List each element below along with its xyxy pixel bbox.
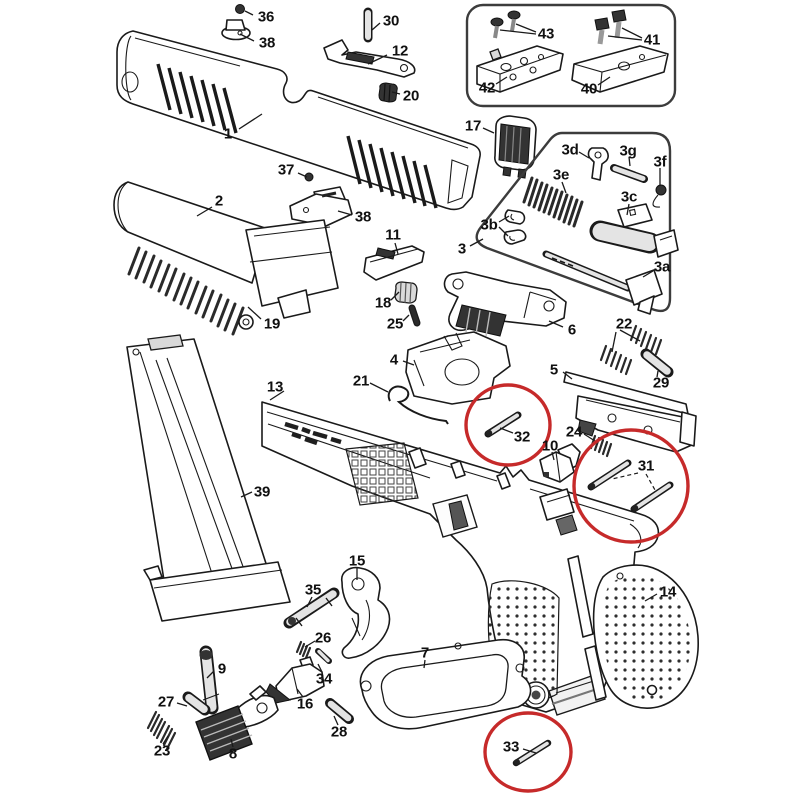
part-3c-striker-body (589, 203, 679, 258)
highlight-circle-32 (464, 383, 552, 467)
part-27-bushing (182, 691, 211, 716)
part-41-screws (594, 9, 627, 45)
part-3e-striker-spring (522, 176, 584, 228)
part-32-pin (484, 411, 522, 438)
part-36-bead (235, 4, 245, 14)
part-40-cover-plate (571, 45, 669, 93)
part-16-catch (265, 656, 325, 704)
part-1-slide (116, 30, 481, 211)
part-29-pin (640, 348, 674, 378)
striker-group-box (475, 131, 672, 313)
part-34-pin (315, 648, 332, 664)
leader-lines (162, 10, 661, 754)
part-31-pins (587, 459, 674, 513)
part-10-block (539, 443, 581, 483)
part-20-plug (378, 82, 398, 103)
part-17-backplate (494, 115, 537, 179)
part-39-magazine (126, 334, 291, 622)
part-28-pin (325, 698, 354, 724)
part-22-springs (599, 324, 663, 376)
part-14-backstrap (592, 564, 699, 709)
part-12-extractor (323, 39, 416, 78)
part-9-pin (199, 645, 220, 715)
highlight-circle-31 (572, 428, 690, 544)
part-8-slide-stop-lever (195, 685, 279, 761)
part-6-slide-stop-assembly (443, 271, 567, 337)
part-3a-striker-assembly (542, 250, 663, 315)
part-21-spring-wire (387, 385, 449, 425)
part-23-spring (146, 710, 177, 751)
optics-kit-box (465, 3, 677, 108)
part-42-optics-plate (476, 45, 564, 93)
part-13-frame (261, 401, 660, 716)
part-3d-lever (587, 147, 609, 181)
part-25-pin (408, 304, 421, 327)
part-35-pin (283, 587, 340, 629)
leader-lines-dashed (611, 472, 656, 491)
part-3b-spacers (503, 209, 527, 245)
highlight-circles (464, 383, 690, 793)
part-37-bead (304, 172, 314, 182)
part-11-cover-plate (363, 245, 425, 281)
part-43-screws (490, 10, 521, 39)
part-19-recoil-spring (127, 246, 254, 336)
part-4-locking-block (405, 331, 511, 405)
part-3f-spring-clip (652, 184, 667, 208)
highlight-circle-33 (483, 711, 573, 793)
part-26-spring (295, 640, 312, 660)
part-38-rear-sight (289, 186, 353, 227)
part-7-trigger-guard (359, 638, 532, 730)
part-5-sear-housing (563, 371, 697, 453)
part-2-barrel (113, 181, 339, 319)
part-38-front-sight (221, 19, 251, 41)
part-3g-pin (610, 164, 648, 183)
part-33-pin (512, 739, 552, 767)
part-15-trigger (340, 566, 391, 659)
part-18-plug (394, 281, 418, 304)
